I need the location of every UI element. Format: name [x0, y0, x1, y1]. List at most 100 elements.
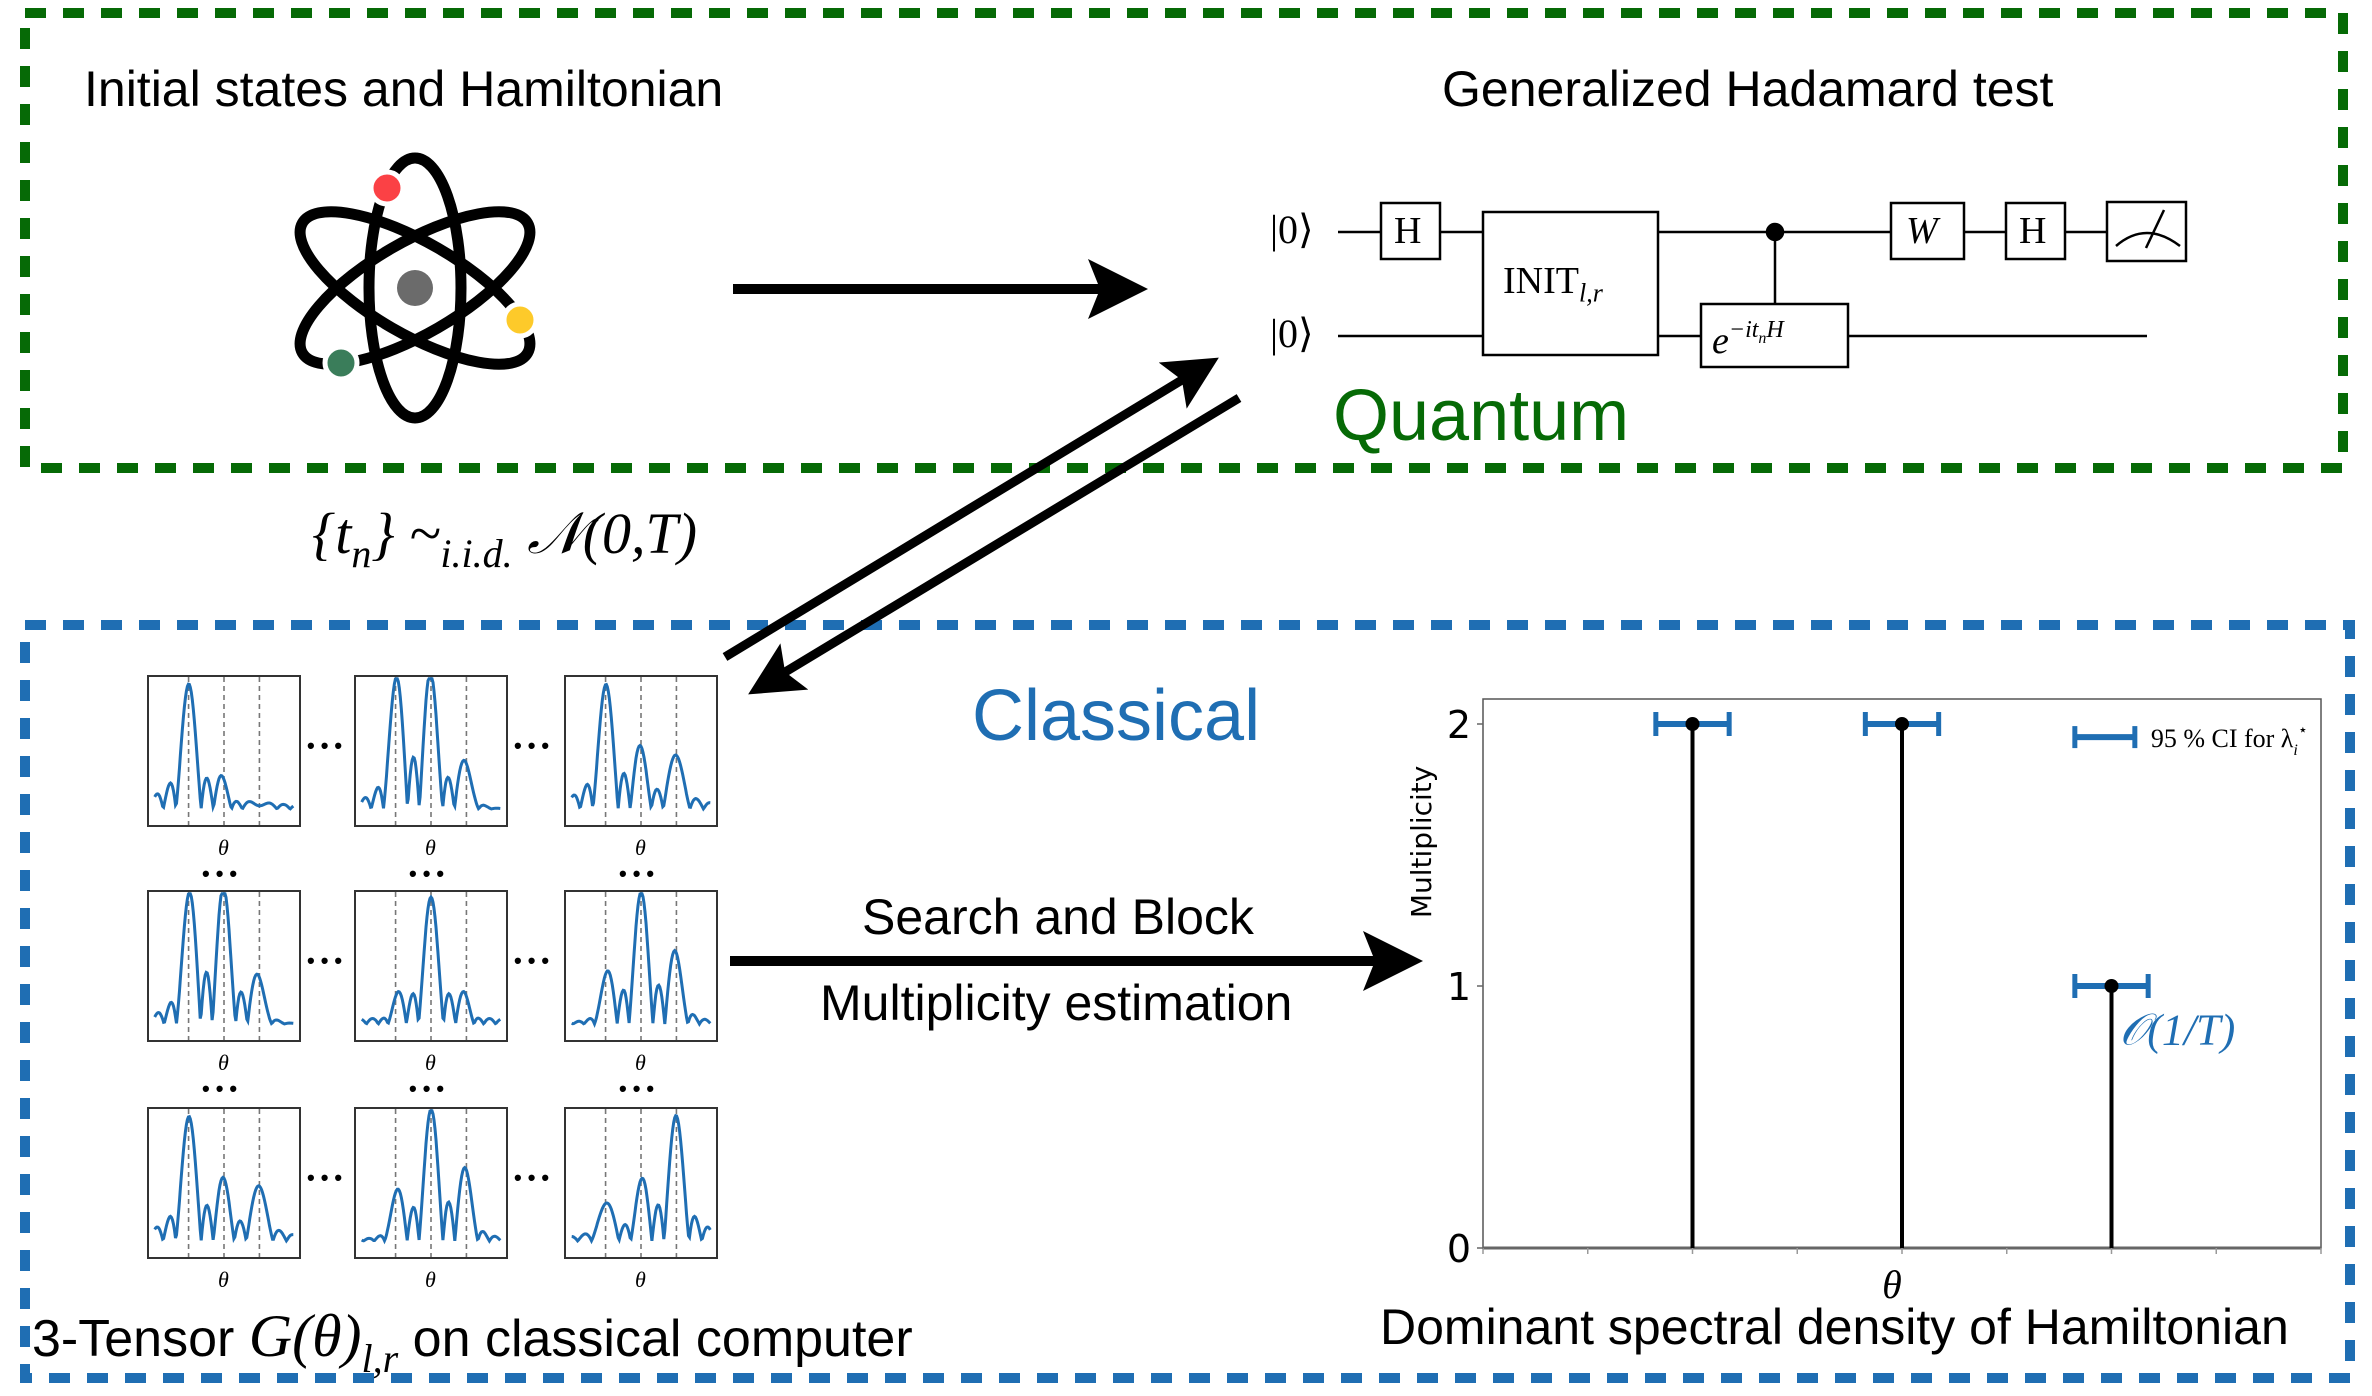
mini-plot-xlabel: θ	[425, 1267, 436, 1292]
qubit-system-label: |0⟩	[1270, 311, 1314, 356]
meter-icon	[2115, 231, 2181, 247]
spectral-curve	[571, 892, 712, 1028]
row-ellipsis: •••	[619, 861, 661, 886]
tensor-caption: 3-Tensor G(θ)l,r on classical computer	[32, 1306, 913, 1379]
mini-plot	[147, 890, 301, 1042]
search-and-block-label: Search and Block	[862, 889, 1254, 945]
tensor-caption-sub: l,r	[361, 1336, 399, 1381]
stem-marker	[1895, 717, 1909, 731]
tensor-caption-math: G(θ)	[248, 1303, 362, 1369]
result-caption: Dominant spectral density of Hamiltonian	[1380, 1299, 2289, 1355]
gate-init-sub: l,r	[1578, 278, 1603, 308]
mini-plot	[354, 890, 508, 1042]
y-tick-label: 2	[1447, 703, 1471, 747]
formula-set-sub: n	[351, 531, 372, 576]
classical-panel-border	[20, 620, 2355, 1383]
initial-states-title: Initial states and Hamiltonian	[84, 61, 724, 117]
mini-plot-xlabel: θ	[425, 835, 436, 860]
legend-label-sub: i	[2293, 742, 2297, 759]
mini-plot	[564, 1107, 718, 1259]
tensor-caption-suffix: on classical computer	[398, 1310, 913, 1368]
precision-annotation: 𝒪(1/T)	[2120, 1005, 2236, 1054]
meter-needle	[2144, 209, 2166, 249]
measurement-box	[2105, 200, 2188, 263]
exp-prefix: −it	[1728, 317, 1759, 343]
tensor-caption-prefix: 3-Tensor	[32, 1310, 249, 1368]
column-ellipsis: •••	[307, 733, 349, 758]
mini-plot-xlabel: θ	[218, 835, 229, 860]
multiplicity-estimation-label: Multiplicity estimation	[820, 975, 1293, 1031]
formula-iid: i.i.d.	[440, 531, 513, 576]
spectral-curve	[153, 1114, 294, 1244]
stem-marker	[1685, 717, 1700, 731]
gate-evolution-label: e−itnH	[1712, 318, 1784, 360]
hadamard-test-title: Generalized Hadamard test	[1442, 61, 2054, 117]
quantum-panel-border	[20, 8, 2348, 473]
qubit-ancilla-label: |0⟩	[1270, 207, 1314, 252]
electron-yellow	[501, 301, 539, 339]
column-ellipsis: •••	[514, 733, 556, 758]
gate-w	[1889, 201, 1966, 261]
spectral-curve	[570, 682, 711, 812]
exp-tail: H	[1766, 317, 1784, 343]
row-ellipsis: •••	[409, 861, 451, 886]
mini-plot	[564, 890, 718, 1042]
mini-plot	[354, 675, 508, 827]
classical-section-label: Classical	[972, 676, 1261, 756]
row-ellipsis: •••	[619, 1076, 661, 1101]
column-ellipsis: •••	[307, 1165, 349, 1190]
spectral-curve	[153, 892, 294, 1026]
gate-h2	[2004, 201, 2067, 261]
spectral-curve	[571, 1113, 712, 1245]
arrow-quantum-to-classical	[748, 394, 1242, 695]
gate-h1	[1379, 201, 1442, 261]
quantum-section-label: Quantum	[1333, 376, 1630, 456]
mini-plot-xlabel: θ	[635, 1267, 646, 1292]
mini-plot	[354, 1107, 508, 1259]
atom-icon	[294, 152, 539, 424]
gate-evolution-base: e	[1712, 320, 1729, 362]
gate-h2-label: H	[2019, 210, 2047, 252]
mini-plot-xlabel: θ	[218, 1050, 229, 1075]
hadamard-circuit	[1338, 200, 2188, 369]
legend-label: 95 % CI for λi⋆	[2151, 722, 2308, 759]
gate-init-label: INITl,r	[1503, 262, 1603, 307]
exp-sub: n	[1758, 329, 1767, 347]
gate-evolution	[1699, 302, 1850, 369]
column-ellipsis: •••	[514, 1165, 556, 1190]
column-ellipsis: •••	[514, 948, 556, 973]
spectral-curve	[360, 1109, 502, 1245]
legend-label-sup: ⋆	[2298, 722, 2308, 739]
mini-plot-xlabel: θ	[635, 835, 646, 860]
formula-set: {t	[312, 501, 352, 566]
row-ellipsis: •••	[409, 1076, 451, 1101]
gate-evolution-exponent: −itnH	[1728, 317, 1784, 346]
mini-plot	[147, 675, 301, 827]
electron-green	[322, 344, 360, 382]
formula-distribution: 𝒩(0,T)	[527, 501, 698, 566]
stem-marker	[2104, 979, 2119, 993]
mini-plot-xlabel: θ	[635, 1050, 646, 1075]
sampling-formula: {tn} ~i.i.d. 𝒩(0,T)	[312, 505, 697, 574]
row-ellipsis: •••	[202, 1076, 244, 1101]
gate-w-label: W	[1906, 210, 1938, 252]
y-axis-label: Multiplicity	[1405, 766, 1438, 919]
x-axis-label: θ	[1882, 1262, 1902, 1307]
y-tick-label: 0	[1447, 1227, 1471, 1271]
arrow-classical-to-quantum	[722, 357, 1219, 661]
spectral-curve	[360, 677, 501, 812]
spectral-curve	[360, 894, 502, 1027]
gate-init-text: INIT	[1503, 260, 1579, 302]
control-dot	[1765, 222, 1785, 242]
spectral-curve	[153, 682, 295, 813]
gate-h1-label: H	[1394, 210, 1422, 252]
row-ellipsis: •••	[202, 861, 244, 886]
mini-plot	[564, 675, 718, 827]
mini-plot-xlabel: θ	[425, 1050, 436, 1075]
nucleus-dot	[397, 270, 433, 306]
column-ellipsis: •••	[307, 948, 349, 973]
y-tick-label: 1	[1447, 965, 1471, 1009]
